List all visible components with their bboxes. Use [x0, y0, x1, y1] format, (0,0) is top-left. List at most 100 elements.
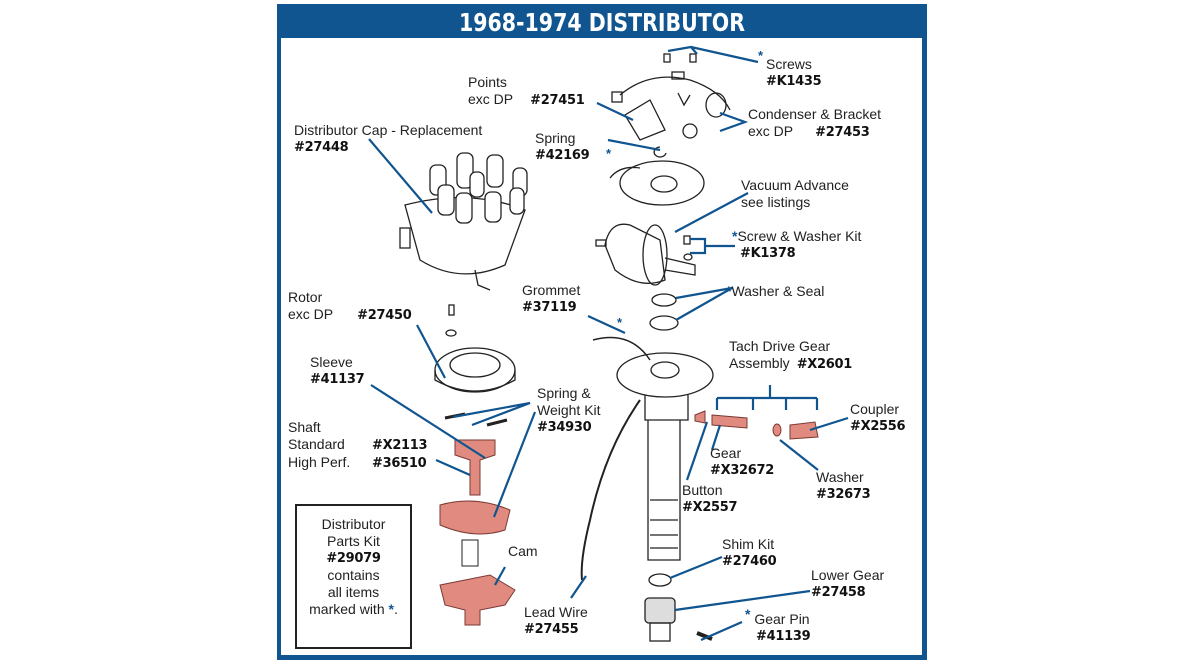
callout-shim-kit: Shim Kit #27460: [722, 536, 777, 570]
kit-star-icon: *: [617, 315, 623, 330]
spring-right-drawing: [486, 418, 508, 427]
part-number: #41137: [310, 372, 365, 387]
part-number: #X2557: [682, 500, 738, 515]
gear-pin-drawing: [696, 631, 713, 641]
distributor-cap-drawing: [399, 152, 528, 291]
part-number: #27460: [722, 554, 777, 569]
callout-name: Lower Gear: [811, 567, 885, 583]
part-number: #27451: [530, 93, 585, 108]
callout-note: see listings: [741, 194, 811, 210]
callout-note: exc DP: [288, 306, 334, 322]
rotor-drawing: [434, 304, 516, 393]
kit-line: marked with: [309, 601, 385, 617]
part-number: #27448: [294, 140, 349, 155]
callout-points: Points exc DP #27451: [468, 74, 585, 109]
part-number: #42169: [535, 148, 590, 163]
cam-sleeve-drawing: [461, 539, 479, 567]
callout-name: Shaft: [288, 419, 321, 435]
part-number: #36510: [372, 456, 427, 471]
vacuum-advance-drawing: [595, 223, 696, 286]
callout-name: Spring: [535, 130, 576, 146]
callout-tach-drive-gear: Tach Drive Gear Assembly #X2601: [729, 338, 852, 373]
callout-name: Vacuum Advance: [741, 177, 849, 193]
callout-name: Washer & Seal: [731, 283, 825, 299]
shaft-drawing: [439, 439, 511, 535]
callout-name: Condenser & Bracket: [748, 106, 882, 122]
lower-gear-drawing: [644, 597, 676, 642]
callout-gear: Gear #X32672: [710, 445, 774, 479]
callout-button: Button #X2557: [682, 482, 738, 516]
kit-period: .: [393, 601, 398, 617]
callout-sleeve: Sleeve #41137: [310, 354, 365, 388]
kit-part-number: #29079: [326, 551, 381, 566]
seal-drawing: [649, 315, 679, 331]
part-number: #X2556: [850, 419, 906, 434]
callout-name: Rotor: [288, 289, 323, 305]
callout-distributor-cap: Distributor Cap - Replacement #27448: [294, 122, 482, 156]
callout-washer: Washer #32673: [816, 469, 871, 503]
part-number: #34930: [537, 420, 592, 435]
callout-screws: * Screws #K1435: [758, 48, 822, 90]
washer-drawing: [651, 293, 677, 307]
callout-cam: Cam: [508, 543, 538, 560]
kit-line: all items: [327, 584, 380, 600]
callout-washer-seal: *Washer & Seal: [726, 283, 824, 300]
callout-gear-pin: * Gear Pin #41139: [745, 606, 811, 645]
callout-name: Shim Kit: [722, 536, 775, 552]
callout-name-line2: Weight Kit: [537, 402, 601, 418]
callout-name: Lead Wire: [524, 604, 588, 620]
callout-screw-washer-kit: *Screw & Washer Kit #K1378: [732, 228, 861, 262]
callout-name: Gear: [710, 445, 742, 461]
shaft-high-perf-label: High Perf.: [288, 454, 351, 470]
kit-star-icon: *: [758, 48, 764, 63]
parts-kit-box: Distributor Parts Kit #29079 contains al…: [295, 504, 412, 649]
leader-lines: [368, 45, 849, 642]
shaft-standard-label: Standard: [288, 436, 345, 452]
callout-name: Points: [468, 74, 507, 90]
callout-grommet: Grommet #37119 *: [522, 282, 622, 330]
breaker-plate-drawing: [609, 160, 705, 206]
kit-star-icon: *: [606, 146, 612, 161]
callout-rotor: Rotor exc DP #27450: [288, 289, 412, 324]
part-number: #X2601: [796, 357, 853, 372]
part-number: #27450: [357, 308, 412, 323]
callout-lead-wire: Lead Wire #27455: [524, 604, 588, 638]
kit-star-icon: *: [388, 601, 394, 617]
kit-star-icon: *: [732, 228, 738, 244]
callout-name: Grommet: [522, 282, 581, 298]
kit-star-icon: *: [745, 606, 751, 622]
callout-name: Tach Drive Gear: [729, 338, 831, 354]
part-number: #27453: [815, 125, 870, 140]
callout-vacuum-advance: Vacuum Advance see listings: [741, 177, 849, 211]
tach-drive-parts-drawing: [694, 410, 819, 440]
callout-shaft: Shaft Standard#X2113 High Perf.#36510: [288, 419, 428, 472]
kit-star-icon: *: [726, 283, 732, 299]
part-number: #K1378: [740, 246, 796, 261]
callout-spring: Spring #42169 *: [535, 130, 611, 164]
part-number: #41139: [756, 629, 811, 644]
callout-name: Screw & Washer Kit: [737, 228, 862, 244]
callout-name: Sleeve: [310, 354, 353, 370]
callout-note: exc DP: [748, 123, 794, 139]
diagram-panel: [281, 38, 922, 655]
callout-name-line2: Assembly: [729, 355, 790, 371]
callout-condenser: Condenser & Bracket exc DP #27453: [748, 106, 881, 141]
callout-name: Button: [682, 482, 723, 498]
callout-coupler: Coupler #X2556: [850, 401, 906, 435]
callout-name: Cam: [508, 543, 538, 559]
callout-name: Spring &: [537, 385, 591, 401]
distributor-housing-drawing: [592, 336, 714, 561]
callout-note: exc DP: [468, 91, 514, 107]
callout-name: Coupler: [850, 401, 900, 417]
lead-wire-drawing: [580, 399, 641, 581]
kit-line: Distributor: [321, 516, 386, 532]
callout-name: Gear Pin: [754, 611, 810, 627]
callout-name: Washer: [816, 469, 864, 485]
cam-drawing: [439, 574, 516, 626]
shim-drawing: [648, 573, 672, 587]
part-number: #27455: [524, 622, 579, 637]
callout-name: Screws: [766, 56, 812, 72]
kit-line: contains: [327, 567, 380, 583]
callout-lower-gear: Lower Gear #27458: [811, 567, 884, 601]
